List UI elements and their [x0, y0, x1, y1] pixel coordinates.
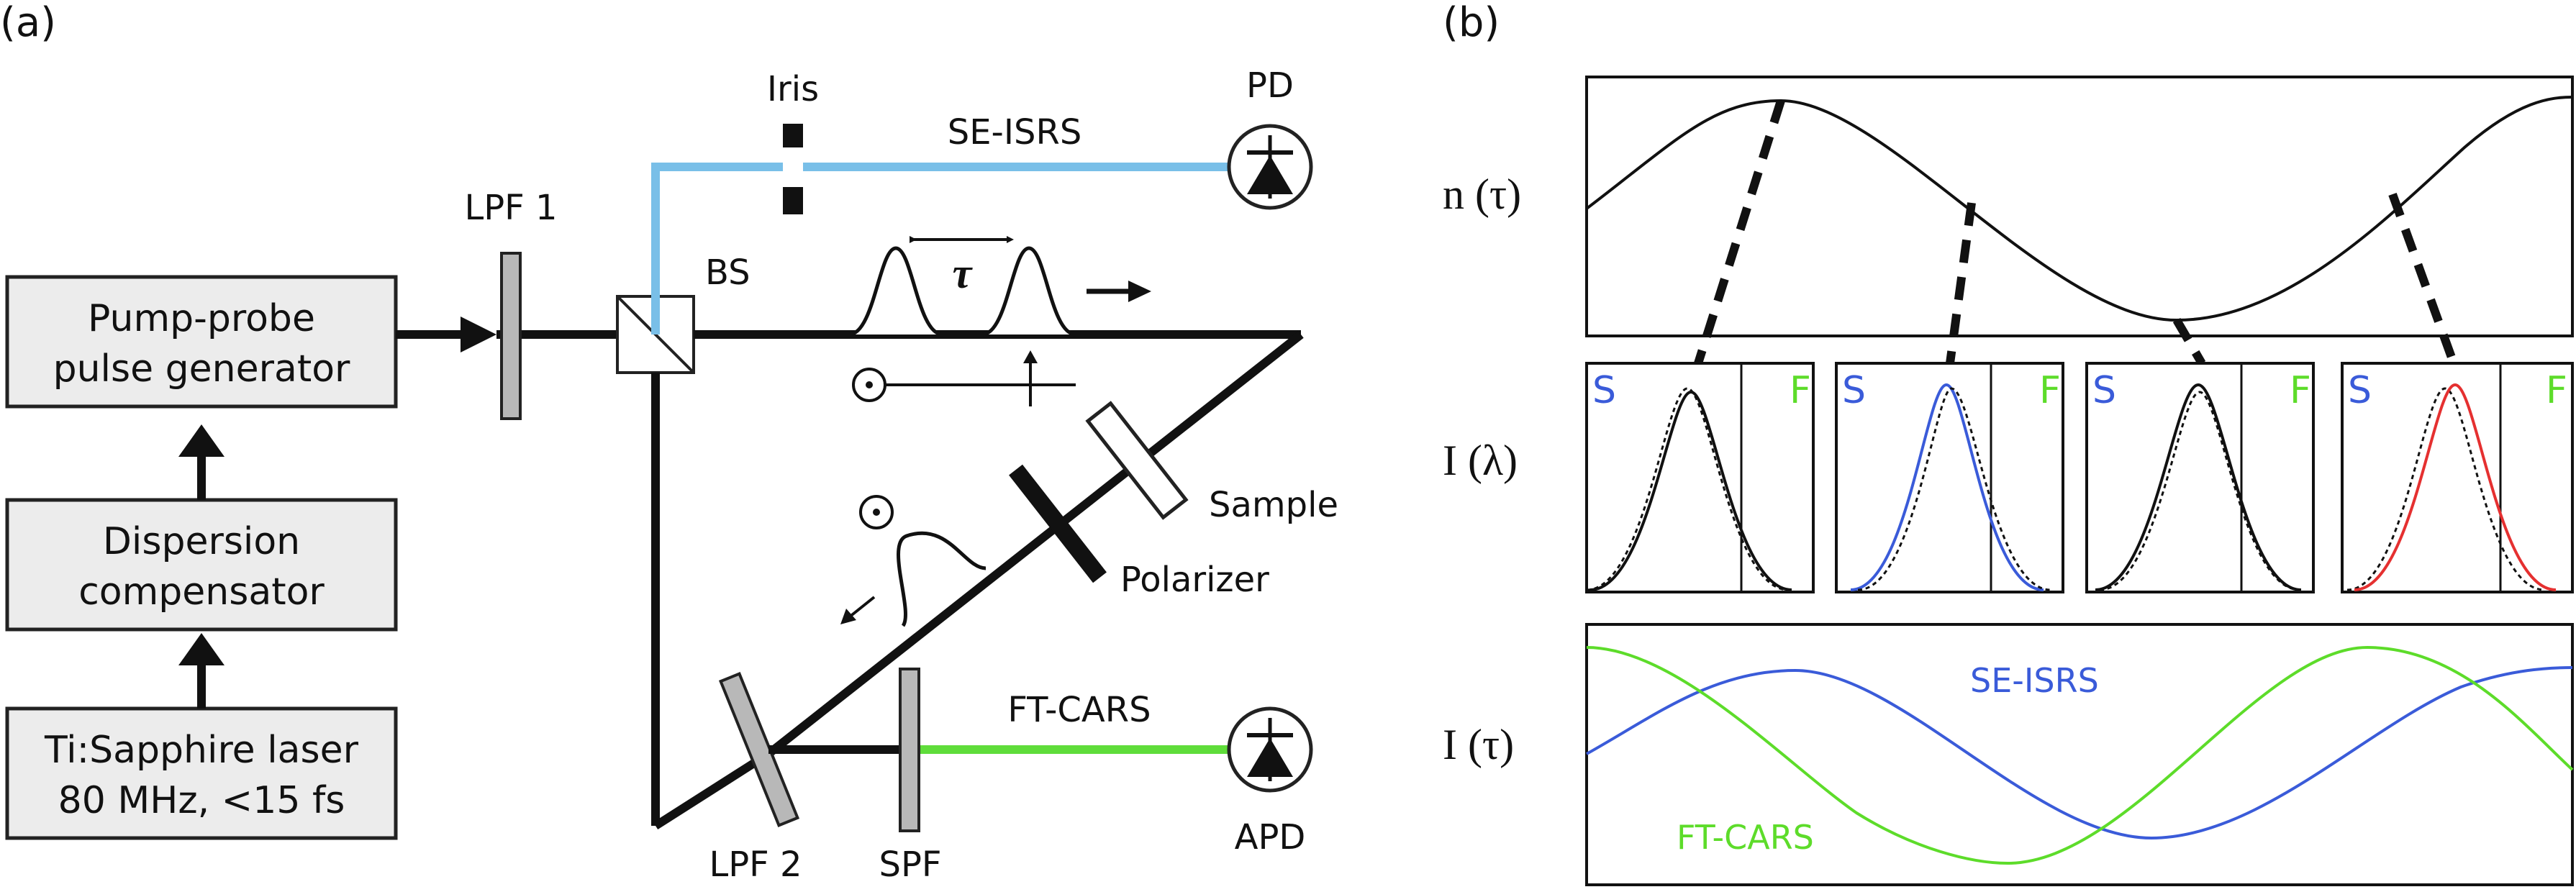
apd-detector-icon — [1227, 706, 1313, 793]
propagation-arrow-head — [1128, 281, 1151, 302]
pulse-generator-line-1: Pump-probe — [88, 297, 315, 340]
spectrum-box-4: S F — [2341, 362, 2574, 593]
se-isrs-legend: SE-ISRS — [1970, 661, 2099, 700]
pd-detector-icon — [1227, 124, 1313, 210]
probe-pulse — [981, 246, 1076, 337]
se-isrs-beam — [651, 163, 1229, 334]
tau-label: τ — [953, 250, 974, 297]
n-tau-label: n (τ) — [1443, 170, 1521, 218]
sample — [1085, 401, 1189, 520]
spectrum-box-2: S F — [1835, 362, 2064, 593]
return-beam-diagonal — [766, 331, 1304, 757]
lpf2-label: LPF 2 — [709, 845, 802, 885]
arrow-up-1 — [178, 633, 225, 665]
pd-label: PD — [1246, 65, 1294, 106]
panel-a: (a) Pump-probe pulse generator Dispersio… — [0, 0, 1338, 885]
polarization-indicator — [852, 350, 1076, 406]
spectrum-3-f: F — [2290, 369, 2311, 412]
spectrum-1-s: S — [1592, 369, 1616, 412]
panel-b-label: (b) — [1443, 0, 1500, 46]
lpf1-label: LPF 1 — [464, 188, 557, 228]
panel-a-label: (a) — [0, 0, 56, 46]
spf-label: SPF — [879, 845, 941, 885]
dispersion-line-1: Dispersion — [103, 520, 300, 563]
spectrum-1-f: F — [1790, 369, 1811, 412]
i-lambda-label: I (λ) — [1443, 437, 1518, 484]
lpf1-filter — [500, 252, 522, 420]
apd-label: APD — [1235, 817, 1306, 857]
polarizer-label: Polarizer — [1120, 560, 1269, 600]
signal-polarization-dot — [873, 509, 880, 516]
panel-b: (b) n (τ) I (λ) I (τ) S F S — [1443, 0, 2574, 886]
polarizer — [1009, 464, 1107, 583]
beam-arrow-head — [461, 317, 496, 352]
spectrum-2-f: F — [2039, 369, 2061, 412]
return-beam-bottom — [653, 750, 771, 830]
laser-line-1: Ti:Sapphire laser — [44, 729, 359, 772]
pump-pulse — [848, 246, 943, 337]
dispersion-compensator-box: Dispersion compensator — [5, 498, 398, 632]
spf-filter — [899, 668, 920, 832]
i-tau-label: I (τ) — [1443, 721, 1514, 768]
signal-direction-arrow — [848, 596, 876, 619]
iris-label: Iris — [767, 69, 819, 109]
spectrum-3-s: S — [2092, 369, 2116, 412]
spectrum-box-3: S F — [2085, 362, 2315, 593]
spectrum-box-1: S F — [1585, 362, 1815, 593]
spectrum-4-f: F — [2546, 369, 2567, 412]
signal-direction-head — [840, 609, 856, 624]
n-tau-plot-frame — [1585, 76, 2574, 337]
ft-cars-label: FT-CARS — [1007, 690, 1151, 730]
spectrum-4-s: S — [2348, 369, 2372, 412]
se-isrs-curve — [1586, 666, 2573, 840]
n-tau-curve — [1585, 96, 2573, 322]
pulse-generator-line-2: pulse generator — [53, 347, 350, 391]
arrow-up-2 — [178, 424, 225, 457]
se-isrs-label: SE-ISRS — [948, 112, 1082, 153]
bs-label: BS — [705, 252, 750, 293]
sample-label: Sample — [1209, 485, 1338, 525]
dashed-connectors — [1694, 99, 2458, 366]
spectrum-2-s: S — [1842, 369, 1866, 412]
ft-cars-legend: FT-CARS — [1677, 818, 1814, 857]
lpf2-filter — [718, 672, 800, 827]
pulse-generator-box: Pump-probe pulse generator — [5, 275, 398, 409]
laser-line-2: 80 MHz, <15 fs — [58, 779, 345, 822]
dispersion-line-2: compensator — [78, 570, 325, 614]
signal-pulse — [897, 531, 987, 627]
iris-gap — [783, 147, 803, 187]
laser-box: Ti:Sapphire laser 80 MHz, <15 fs — [5, 706, 398, 840]
ft-cars-curve — [1586, 645, 2574, 865]
